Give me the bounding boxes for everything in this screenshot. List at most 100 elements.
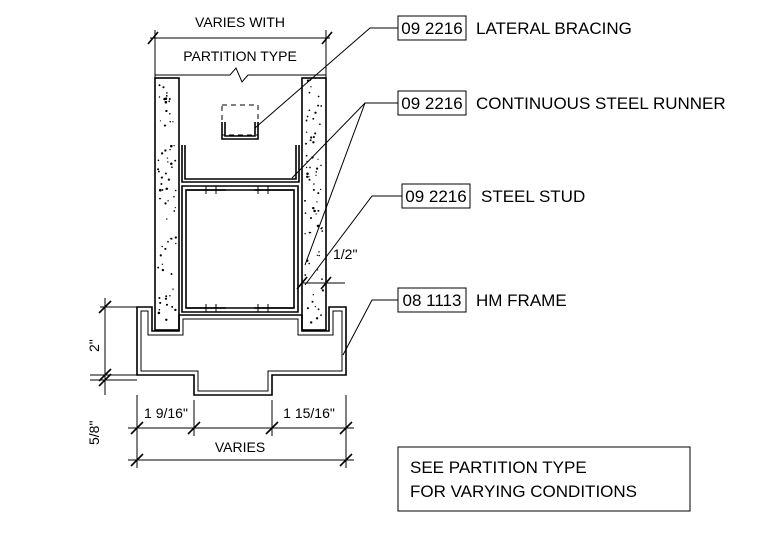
gypsum-stipple	[313, 209, 316, 213]
gypsum-stipple	[305, 131, 308, 133]
gypsum-stipple	[158, 96, 161, 98]
gypsum-stipple	[162, 86, 165, 89]
gypsum-stipple	[174, 308, 177, 312]
gypsum-stipple	[172, 121, 174, 123]
gypsum-stipple	[306, 307, 309, 310]
left-vertical-dimensions: 2" 5/8"	[86, 298, 137, 445]
callout-text-lateral-bracing: LATERAL BRACING	[476, 19, 632, 38]
lateral-bracing-outline	[221, 104, 259, 136]
gypsum-stipple	[164, 100, 168, 104]
gypsum-stipple	[305, 142, 307, 145]
gypsum-stipple	[174, 189, 177, 192]
gypsum-stipple	[164, 97, 168, 100]
gypsum-stipple	[308, 231, 311, 234]
gypsum-stipple	[314, 305, 316, 308]
callout-code-hm-frame: 08 1113	[403, 291, 462, 310]
callout-code-lateral-bracing: 09 2216	[401, 19, 462, 38]
gypsum-stipple	[310, 86, 312, 88]
gypsum-stipple	[318, 254, 320, 257]
hm-frame	[136, 306, 347, 396]
gypsum-stipple	[169, 148, 171, 151]
gypsum-stipple	[314, 111, 317, 114]
callout-text-steel-stud: STEEL STUD	[481, 187, 585, 206]
gypsum-stipple	[166, 218, 168, 220]
gypsum-stipple	[167, 240, 169, 243]
gypsum-stipple	[165, 95, 168, 97]
dim-five-eighths: 5/8"	[86, 421, 102, 445]
dim-top-line1: VARIES WITH	[195, 14, 285, 30]
steel-runner	[181, 145, 300, 183]
callout-code-steel-stud: 09 2216	[405, 187, 466, 206]
gypsum-stipple	[157, 311, 161, 315]
gypsum-stipple	[312, 294, 314, 296]
gypsum-stipple	[315, 317, 319, 320]
gypsum-board-left	[154, 77, 180, 331]
leader-lines	[254, 27, 402, 356]
gypsum-stipple	[309, 166, 311, 169]
gypsum-stipple	[164, 149, 167, 152]
dim-left-width: 1 9/16"	[144, 405, 188, 421]
gypsum-stipple	[167, 161, 169, 163]
gypsum-stipple	[312, 188, 315, 191]
dim-overall: VARIES	[215, 439, 265, 455]
gypsum-hatch-left	[157, 84, 177, 322]
gypsum-stipple	[320, 105, 323, 107]
gypsum-stipple	[308, 91, 311, 94]
gypsum-stipple	[319, 123, 321, 126]
gypsum-stipple	[168, 98, 171, 100]
note-box: SEE PARTITION TYPE FOR VARYING CONDITION…	[397, 446, 691, 512]
gypsum-stipple	[161, 268, 165, 272]
callout-text-steel-runner: CONTINUOUS STEEL RUNNER	[476, 94, 726, 113]
gypsum-stipple	[317, 209, 320, 212]
gypsum-stipple	[315, 213, 317, 215]
gypsum-stipple	[171, 166, 173, 169]
gypsum-stipple	[165, 295, 168, 298]
lateral-bracing-channel	[221, 122, 259, 140]
gypsum-stipple	[312, 135, 315, 139]
gypsum-stipple	[157, 159, 160, 162]
gypsum-stipple	[173, 210, 176, 212]
gypsum-stipple	[167, 178, 171, 181]
gypsum-stipple	[321, 278, 323, 280]
gypsum-stipple	[158, 308, 161, 311]
gypsum-stipple	[157, 168, 160, 171]
gypsum-stipple	[161, 263, 163, 265]
dim-right-width: 1 15/16"	[283, 405, 335, 421]
gypsum-stipple	[161, 245, 163, 248]
gypsum-stipple	[305, 166, 308, 169]
gypsum-stipple	[314, 132, 317, 135]
gypsum-stipple	[317, 308, 320, 311]
gypsum-stipple	[316, 224, 320, 228]
gypsum-stipple	[317, 158, 319, 160]
gypsum-stipple	[312, 117, 315, 120]
gypsum-stipple	[158, 296, 161, 300]
gypsum-stipple	[311, 300, 314, 303]
gypsum-stipple	[316, 254, 318, 257]
gypsum-stipple	[169, 121, 171, 123]
gypsum-stipple	[159, 197, 161, 200]
gypsum-stipple	[174, 159, 177, 162]
gypsum-stipple	[165, 109, 168, 113]
gypsum-stipple	[306, 115, 309, 118]
half-inch-dimension: 1/2"	[296, 246, 357, 300]
gypsum-stipple	[167, 200, 169, 202]
gypsum-stipple	[320, 314, 322, 316]
gypsum-stipple	[164, 202, 167, 205]
gypsum-stipple	[308, 176, 310, 178]
dim-top-line2: PARTITION TYPE	[183, 48, 297, 64]
gypsum-stipple	[175, 242, 177, 245]
note-line-2: FOR VARYING CONDITIONS	[410, 482, 637, 501]
gypsum-stipple	[310, 217, 312, 219]
gypsum-stipple	[159, 254, 162, 257]
gypsum-stipple	[174, 236, 177, 239]
gypsum-stipple	[157, 170, 160, 173]
note-line-1: SEE PARTITION TYPE	[410, 458, 587, 477]
gypsum-stipple	[158, 188, 162, 192]
gypsum-stipple	[321, 289, 325, 292]
gypsum-stipple	[306, 175, 309, 178]
gypsum-stipple	[174, 206, 176, 209]
dim-half-inch: 1/2"	[333, 246, 357, 262]
gypsum-stipple	[304, 212, 307, 214]
bottom-dimensions: 1 9/16" 1 15/16" VARIES	[128, 395, 354, 468]
gypsum-stipple	[308, 262, 311, 265]
